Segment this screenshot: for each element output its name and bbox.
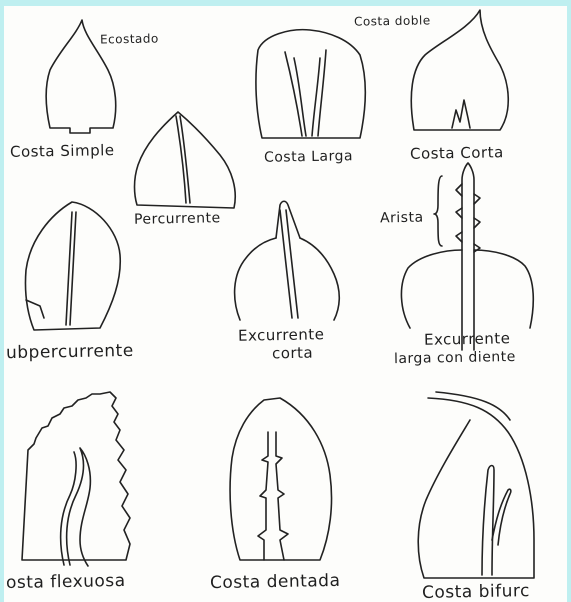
label-excurrente-corta-line2: corta [272, 344, 313, 363]
leaf-drawings [4, 6, 567, 602]
leaf-percurrente [135, 112, 236, 208]
leaf-costa-corta [411, 10, 508, 130]
leaf-costa-flexuosa [22, 392, 130, 566]
label-costa-bifurcada: Costa bifurc [422, 581, 530, 602]
diagram-sheet: Ecostado Costa Simple Costa Larga Costa … [4, 6, 567, 602]
leaf-excurrente-corta [235, 201, 340, 320]
label-percurrente: Percurrente [134, 210, 221, 228]
label-costa-dentada: Costa dentada [210, 571, 341, 593]
label-excurrente-larga-line1: Excurrente [424, 329, 511, 349]
leaf-costa-bifurcada [418, 392, 534, 578]
label-excurrente-corta-line1: Excurrente [238, 325, 325, 345]
leaf-subpercurrente [25, 202, 120, 330]
label-ecostado: Ecostado [100, 31, 159, 46]
leaf-costa-larga [256, 30, 365, 138]
label-costa-simple: Costa Simple [10, 141, 115, 161]
label-costa-larga: Costa Larga [264, 148, 353, 166]
label-costa-flexuosa: osta flexuosa [6, 571, 126, 593]
label-costa-doble: Costa doble [354, 13, 431, 28]
leaf-excurrente-larga [401, 163, 533, 350]
label-costa-corta: Costa Corta [410, 143, 504, 163]
leaf-costa-dentada [230, 398, 331, 560]
label-arista: Arista [380, 210, 424, 227]
label-subpercurrente: ubpercurrente [6, 341, 134, 363]
label-excurrente-larga-line2: larga con diente [394, 349, 516, 367]
